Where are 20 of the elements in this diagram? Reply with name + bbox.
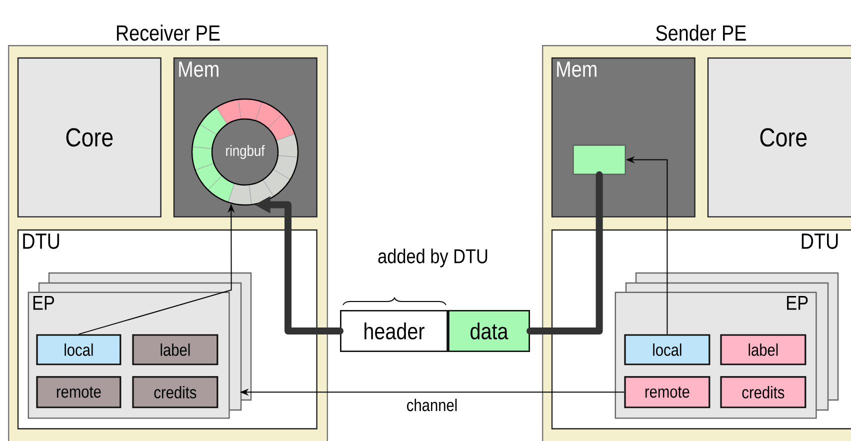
memory-box: Mem [551, 57, 696, 218]
annotation-text: added by DTU [378, 248, 488, 268]
register-field: credits [132, 376, 218, 408]
core-box: Core [707, 57, 851, 218]
core-box: Core [17, 57, 162, 218]
ring-buffer: ringbuf [191, 98, 299, 206]
register-field: remote [36, 376, 122, 408]
register-field: local [624, 334, 710, 366]
edge-label: channel [407, 398, 457, 412]
node-label: Receiver PE [116, 24, 220, 41]
register-field: credits [720, 376, 806, 408]
header-field: header [340, 310, 448, 352]
data-path [526, 171, 603, 334]
register-field: local [36, 334, 122, 366]
register-field: remote [624, 376, 710, 408]
data-block [572, 144, 626, 175]
node-label: Sender PE [656, 24, 746, 41]
register-field: label [720, 334, 806, 366]
register-field: label [132, 334, 218, 366]
data-field: data [448, 310, 530, 352]
